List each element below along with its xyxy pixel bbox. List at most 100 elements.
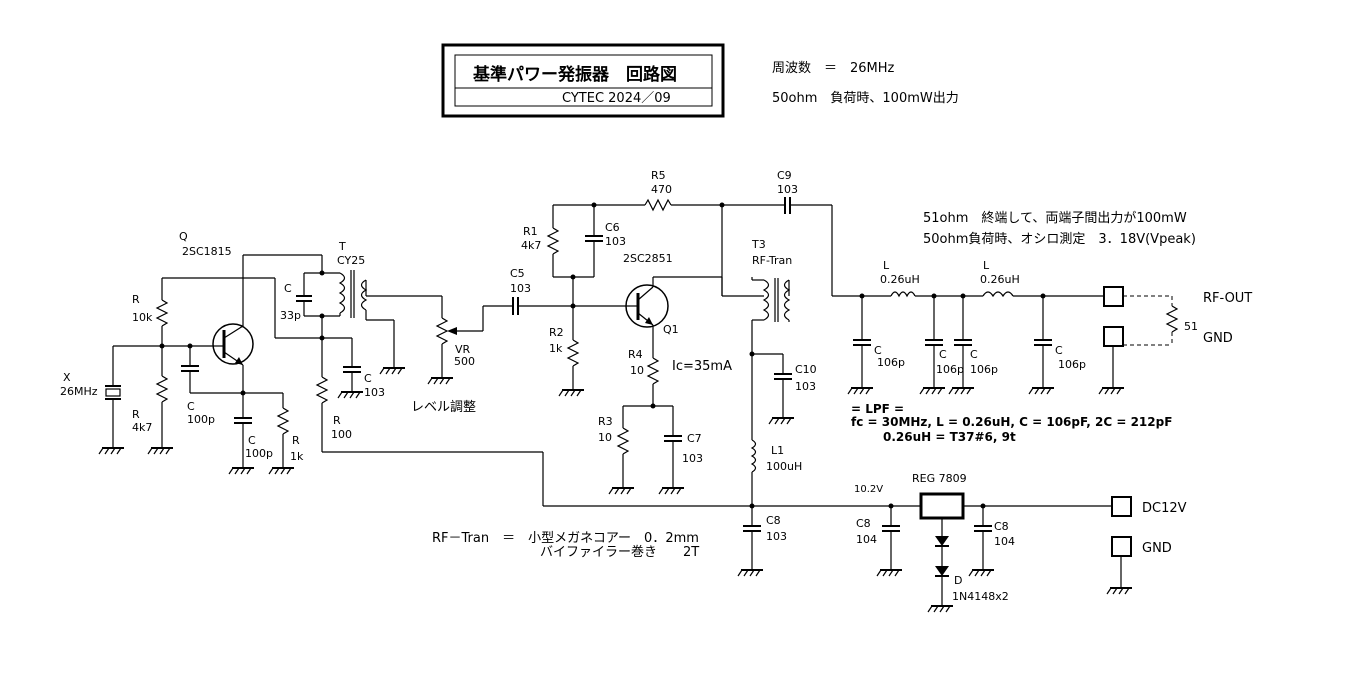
resistor-r2	[558, 306, 585, 397]
c10-ref: C10	[795, 363, 817, 376]
dc-gnd-label: GND	[1142, 541, 1172, 556]
lpf-line1: fc = 30MHz, L = 0.26uH, C = 106pF, 2C = …	[851, 415, 1172, 429]
capacitor-100p-feedback	[181, 346, 243, 394]
vr-note: レベル調整	[411, 400, 476, 415]
rf-out-label: RF-OUT	[1203, 291, 1252, 306]
crystal-x	[98, 346, 125, 455]
lpf-head: = LPF =	[851, 402, 904, 416]
rf-tran-note-2: バイファイラー巻き 2T	[540, 545, 699, 560]
c5-value: 103	[510, 282, 531, 295]
d-ref: D	[954, 574, 962, 587]
regulator-7809	[919, 492, 965, 520]
title-sub: CYTEC 2024／09	[562, 91, 671, 106]
reg-input-voltage: 10.2V	[854, 484, 883, 495]
lpf-c4-ref: C	[1055, 344, 1063, 357]
c10-value: 103	[795, 380, 816, 393]
dc12v-terminal[interactable]	[1111, 496, 1132, 517]
power-supply: 10.2V C8 104 REG 7809 D	[752, 472, 1112, 613]
c8c-ref: C8	[994, 520, 1009, 533]
capacitor-100p-emitter	[228, 393, 255, 475]
lpf-cap-4	[1028, 296, 1055, 395]
r4k7-value: 4k7	[132, 421, 152, 434]
r1k-value: 1k	[290, 450, 304, 463]
capacitor-c8-104-left	[876, 506, 903, 577]
c8a-value: 103	[766, 530, 787, 543]
spec-load-output: 50ohm 負荷時、100mW出力	[772, 91, 959, 106]
resistor-4k7	[147, 346, 174, 455]
lpf-c1-ref: C	[874, 344, 882, 357]
ic-note: Ic=35mA	[672, 359, 732, 374]
c100p-emit-value: 100p	[245, 447, 273, 460]
c8b-ref: C8	[856, 517, 871, 530]
t-type: CY25	[337, 254, 365, 267]
r4k7-ref: R	[132, 408, 140, 421]
lpf-cap-3	[948, 296, 975, 395]
r3-value: 10	[598, 431, 612, 444]
spec-termination: 51ohm 終端して、両端子間出力が100mW	[923, 210, 1187, 226]
r1-ref: R1	[523, 225, 538, 238]
c33p-value: 33p	[280, 309, 301, 322]
dummy-load-51	[1123, 295, 1179, 346]
capacitor-33p-tank	[296, 272, 340, 317]
diodes-1n4148	[927, 518, 954, 613]
q-ref: Q	[179, 230, 188, 243]
inductor-lb	[982, 291, 1104, 298]
c7-ref: C7	[687, 432, 702, 445]
dc12v-label: DC12V	[1142, 501, 1187, 516]
t3-ref: T3	[751, 238, 766, 251]
lpf-cap-1	[847, 296, 874, 395]
resistor-r5	[644, 198, 785, 212]
resistor-1k-emitter	[243, 392, 295, 475]
r2-ref: R2	[549, 326, 564, 339]
spec-scope: 50ohm負荷時、オシロ測定 3．18V(Vpeak)	[923, 232, 1196, 247]
resistor-r3	[608, 406, 635, 495]
capacitor-c7	[658, 406, 685, 495]
c7-value: 103	[682, 452, 703, 465]
c8a-ref: C8	[766, 514, 781, 527]
lpf-c4-value: 106p	[1058, 358, 1086, 371]
c9-ref: C9	[777, 169, 792, 182]
rf-gnd-terminal[interactable]	[1103, 326, 1124, 347]
c5-ref: C5	[510, 267, 525, 280]
lpf-line2: 0.26uH = T37#6, 9t	[883, 430, 1016, 444]
r100-value: 100	[331, 428, 352, 441]
l1-value: 100uH	[766, 460, 802, 473]
transformer-t3-rf-tran	[751, 277, 791, 322]
t-ref: T	[338, 240, 346, 253]
resistor-100	[315, 376, 752, 507]
q-type: 2SC1815	[182, 245, 232, 258]
lpf-c2-value: 106p	[936, 363, 964, 376]
lpf-cap-2	[919, 296, 946, 395]
amplifier-stage: C5 103 R1 4k7 C6 103 R5	[510, 169, 833, 577]
c100p-emit-ref: C	[248, 434, 256, 447]
c100p-fb-value: 100p	[187, 413, 215, 426]
lpf-c2-ref: C	[939, 348, 947, 361]
vr-value: 500	[454, 355, 475, 368]
transistor-q1-2sc2851	[625, 276, 722, 358]
dc-gnd-terminal[interactable]	[1111, 536, 1132, 557]
inductor-la	[890, 291, 983, 298]
lpf-stage: L 0.26uH L 0.26uH C 106p C 106p	[832, 259, 1104, 395]
r10k-ref: R	[132, 293, 140, 306]
rf-gnd-label: GND	[1203, 331, 1233, 346]
lb-ref: L	[983, 259, 990, 272]
l1-ref: L1	[771, 444, 784, 457]
reg-label: REG 7809	[912, 472, 967, 485]
rf-out-terminal[interactable]	[1103, 286, 1124, 307]
c8b-value: 104	[856, 533, 877, 546]
inductor-l1	[750, 439, 757, 506]
title-main: 基準パワー発振器 回路図	[472, 64, 677, 85]
resistor-r4	[646, 357, 660, 406]
c103-byp-ref: C	[364, 372, 372, 385]
c6-ref: C6	[605, 221, 620, 234]
capacitor-103-bypass	[337, 338, 364, 399]
r4-value: 10	[630, 364, 644, 377]
c6-value: 103	[605, 235, 626, 248]
capacitor-c8-104-right	[968, 506, 995, 577]
lpf-c1-value: 106p	[877, 356, 905, 369]
lpf-c3-ref: C	[970, 348, 978, 361]
oscillator-stage: X 26MHz R 10k R 4k7 C	[60, 230, 752, 507]
r100-ref: R	[333, 414, 341, 427]
c8c-value: 104	[994, 535, 1015, 548]
lb-value: 0.26uH	[980, 273, 1020, 286]
